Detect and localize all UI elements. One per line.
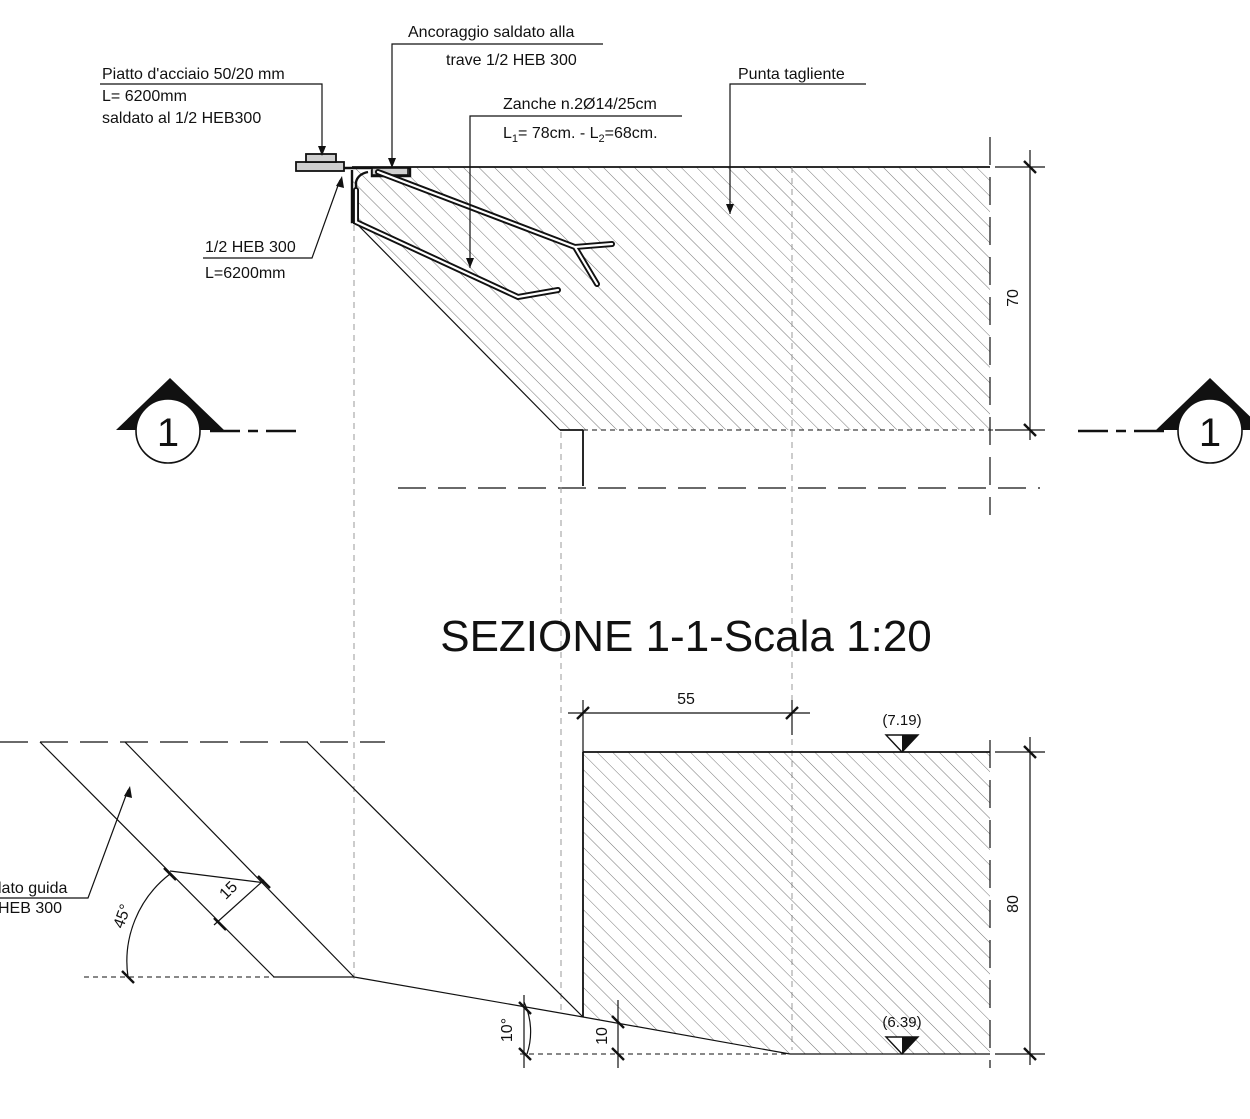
section-marker-left: 1 xyxy=(116,378,298,464)
section-marker-right: 1 xyxy=(1078,378,1250,464)
dim-angle-10: 10° xyxy=(499,1018,516,1042)
upper-detail: 70 xyxy=(295,137,1045,1050)
label-plate-title: Piatto d'acciaio 50/20 mm xyxy=(102,66,285,83)
lower-hatch-area xyxy=(583,752,990,1054)
svg-text:1: 1 xyxy=(1199,411,1221,455)
label-anchor-line1: Ancoraggio saldato alla xyxy=(408,24,574,41)
level-top: (7.19) xyxy=(882,712,921,729)
lower-detail: 15 45° lato guida HEB 300 10° 10 55 xyxy=(0,691,1045,1068)
label-zanche-line1: Zanche n.2Ø14/25cm xyxy=(503,96,657,113)
dim-diag-width: 15 xyxy=(217,878,242,903)
label-guide-line1: lato guida xyxy=(0,880,67,897)
level-marker-top: (7.19) xyxy=(882,712,922,754)
label-zanche-line2: L1= 78cm. - L2=68cm. xyxy=(503,125,658,145)
label-heb-length: L=6200mm xyxy=(205,265,286,282)
steel-plate xyxy=(295,161,345,172)
level-marker-bottom: (6.39) xyxy=(882,1014,922,1056)
dim-small-10: 10 xyxy=(594,1027,611,1045)
label-guide-line2: HEB 300 xyxy=(0,900,62,917)
upper-labels: Piatto d'acciaio 50/20 mm L= 6200mm sald… xyxy=(100,24,866,282)
dim-top-width: 55 xyxy=(677,691,695,708)
dim-lower-height: 80 xyxy=(1005,895,1022,913)
label-heb-title: 1/2 HEB 300 xyxy=(205,239,296,256)
label-anchor-line2: trave 1/2 HEB 300 xyxy=(446,52,577,69)
svg-text:1: 1 xyxy=(157,411,179,455)
dim-upper-height: 70 xyxy=(1005,289,1022,307)
section-title: SEZIONE 1-1-Scala 1:20 xyxy=(440,612,932,661)
level-bottom: (6.39) xyxy=(882,1014,921,1031)
label-plate-length: L= 6200mm xyxy=(102,88,187,105)
upper-hatch-area xyxy=(352,167,990,430)
dim-angle-45: 45° xyxy=(111,902,135,931)
label-cutting-edge: Punta tagliente xyxy=(738,66,845,83)
label-plate-weld: saldato al 1/2 HEB300 xyxy=(102,110,261,127)
